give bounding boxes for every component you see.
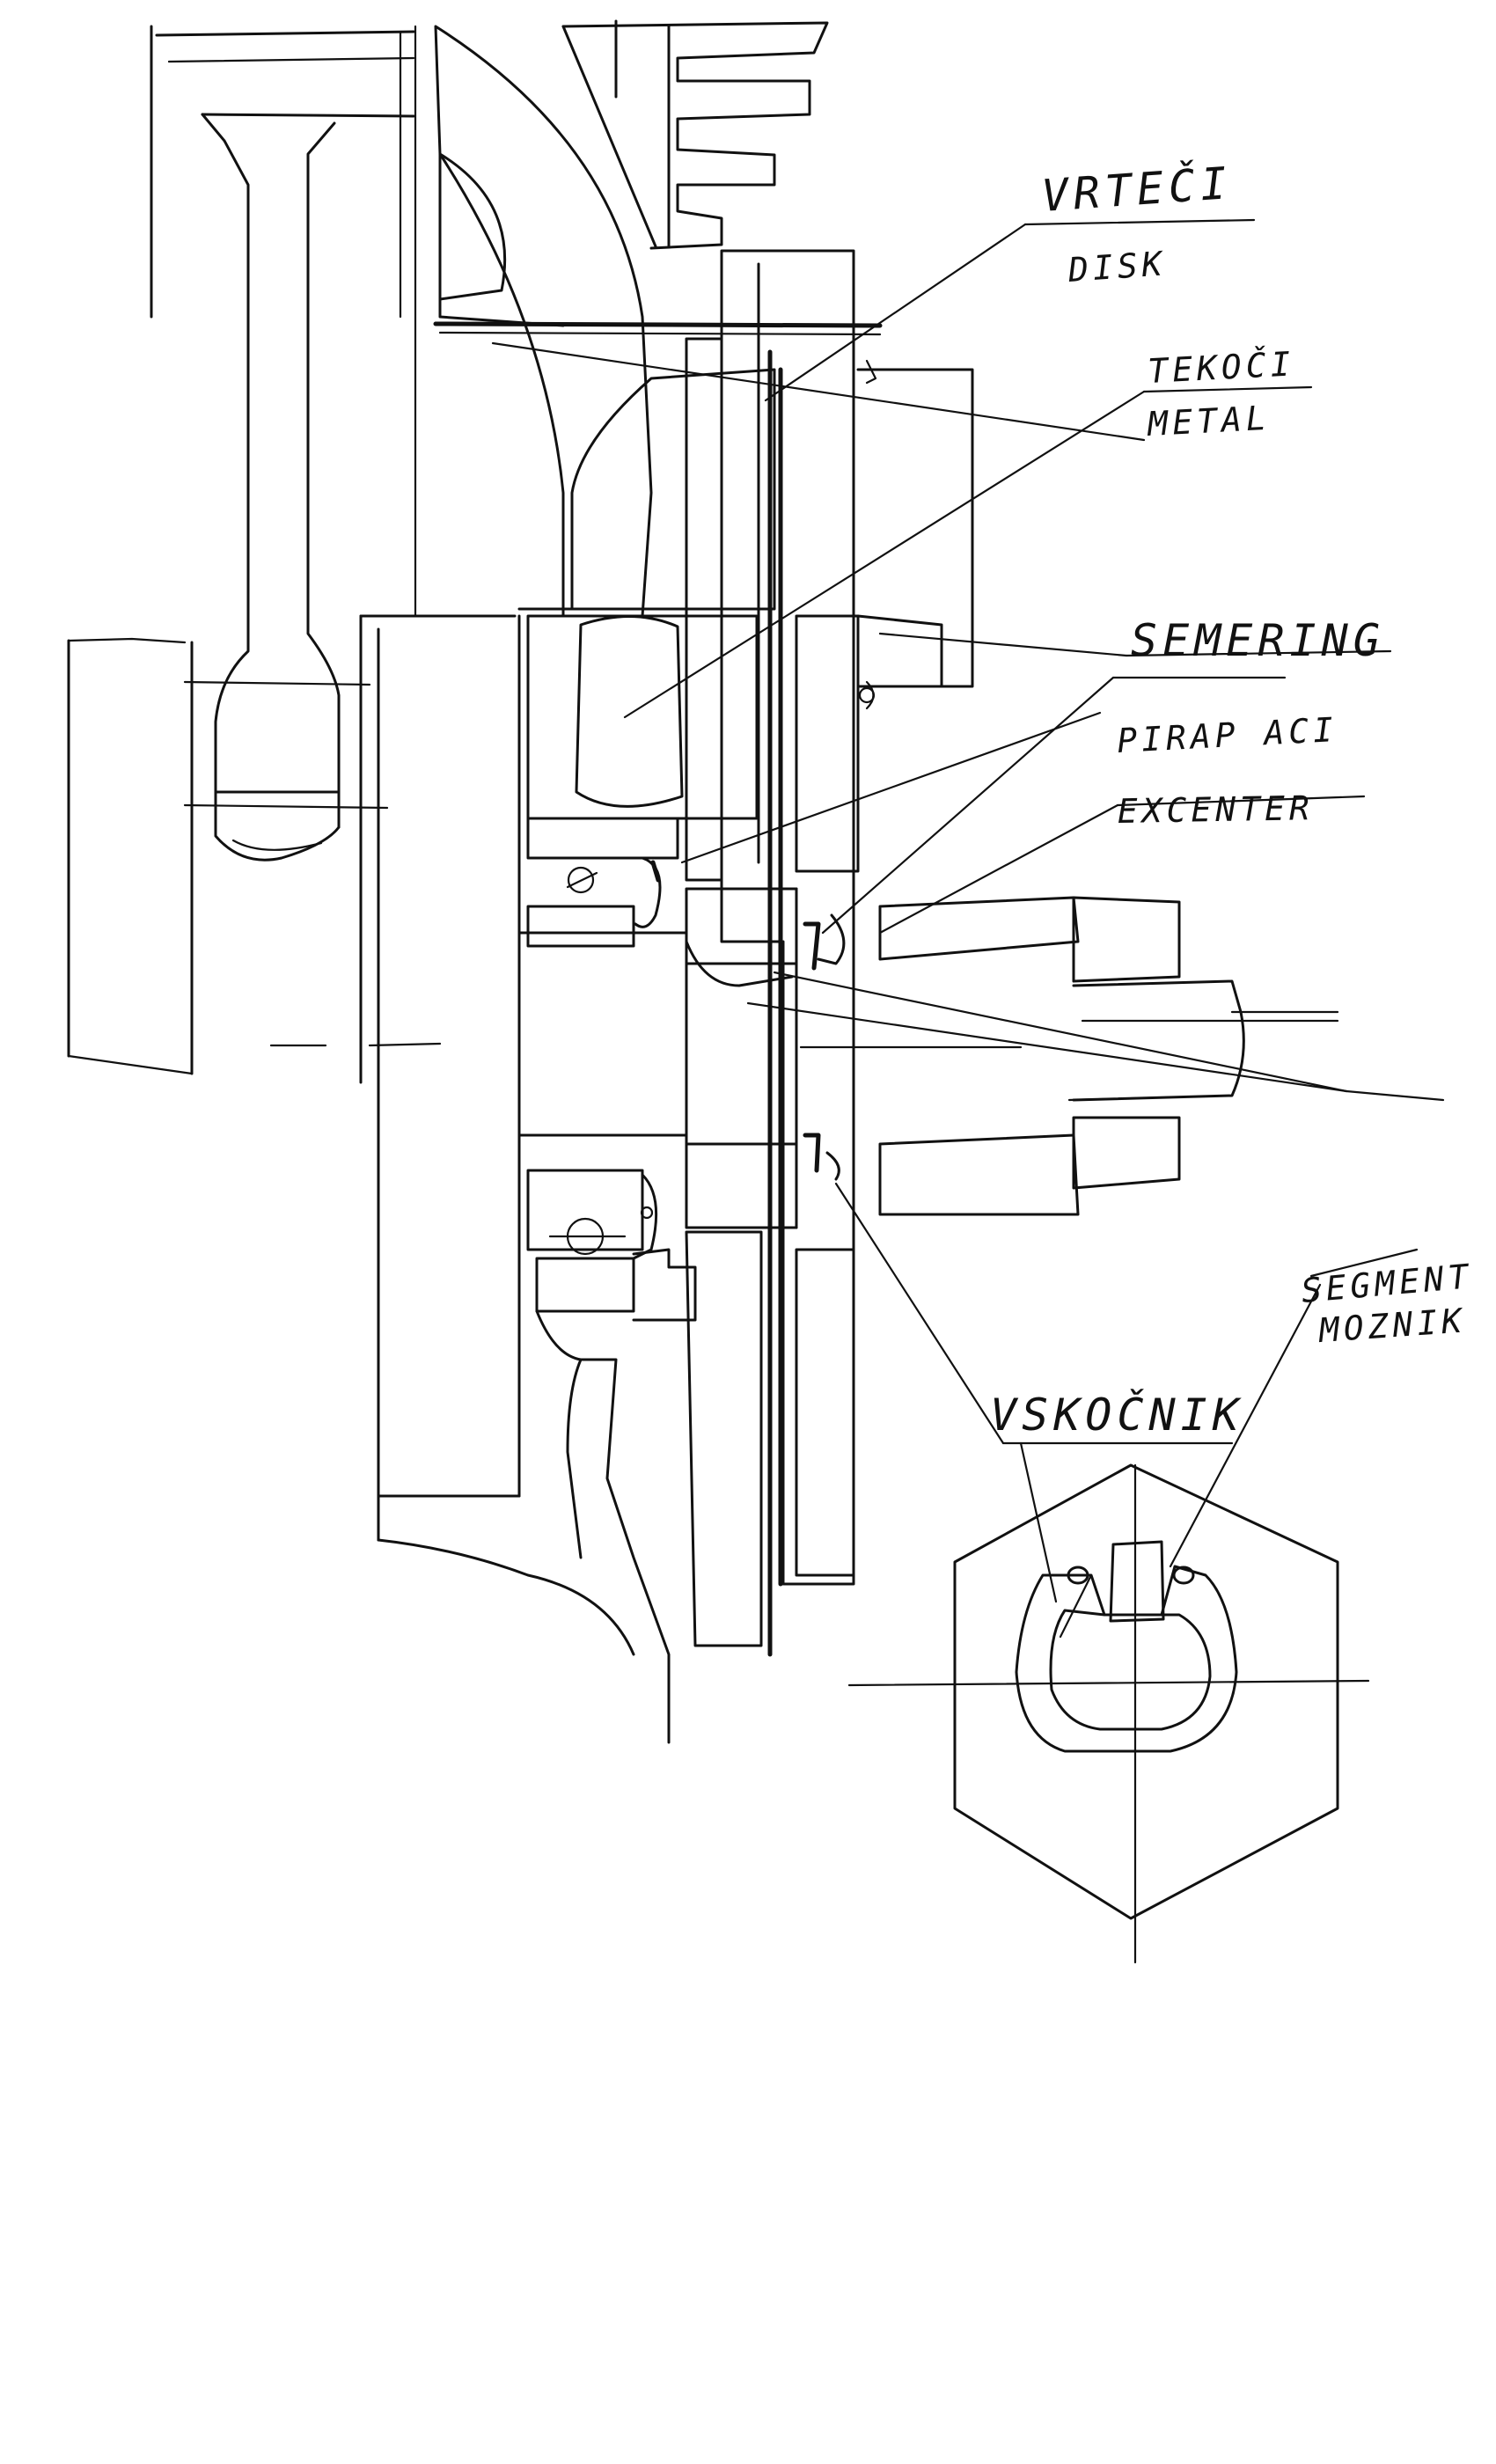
label-moznik: MOZNIK (1316, 1301, 1468, 1350)
callout-labels: VRTEČI DISK TEKOČI METAL SEMERING PIRAP … (990, 157, 1474, 1441)
label-vskocnik: VSKOČNIK (990, 1389, 1244, 1441)
label-excenter: EXCENTER (1117, 788, 1314, 831)
crankcase-housing (433, 19, 883, 618)
shaft-eccentric (517, 887, 1339, 1229)
label-tekoci: TEKOČI (1147, 344, 1295, 391)
label-vrteci: VRTEČI (1040, 157, 1234, 222)
label-metal: METAL (1145, 399, 1271, 444)
rotating-disk (685, 249, 855, 1657)
lower-housing (377, 1169, 697, 1744)
leader-lines (491, 218, 1445, 1603)
label-disk: DISK (1067, 244, 1168, 290)
detail-hexagon (847, 1463, 1370, 1964)
connecting-rod (150, 25, 417, 862)
label-pirap-aci: PIRAP ACI (1116, 710, 1338, 760)
crankshaft-web (67, 614, 521, 1542)
bearing-housing (517, 368, 776, 948)
label-semering: SEMERING (1131, 615, 1385, 666)
right-flange (795, 359, 974, 873)
